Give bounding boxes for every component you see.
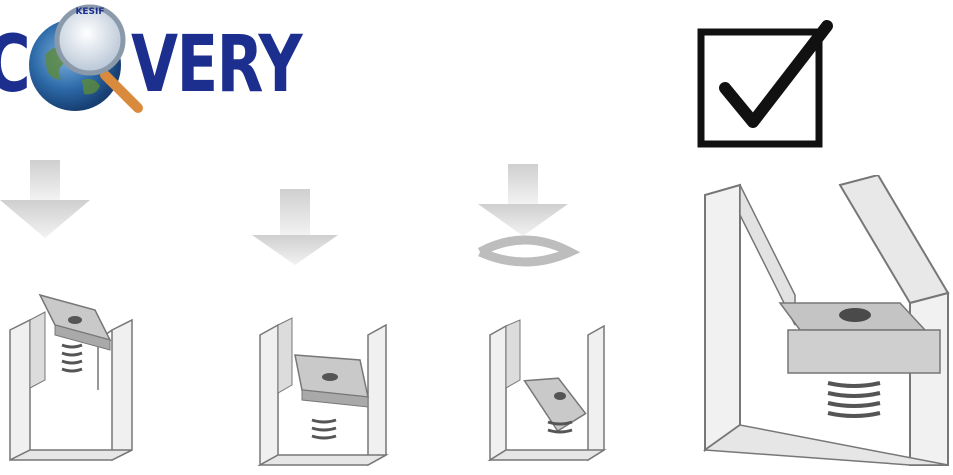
step-2-push <box>250 185 400 470</box>
step-3-rotate <box>470 160 620 470</box>
spring <box>312 420 336 438</box>
channel-nut <box>40 295 110 350</box>
channel-nut <box>295 355 368 407</box>
logo-letters: VERY <box>131 26 301 104</box>
magnifier-globe-icon: KESIF <box>20 0 145 118</box>
discovery-logo: C VERY KESIF <box>0 0 330 120</box>
step-1-insert <box>0 150 150 470</box>
spring <box>828 383 880 416</box>
step-4-locked <box>700 175 953 470</box>
rotate-arrow-icon <box>478 164 570 262</box>
channel-nut <box>525 366 589 436</box>
globe-label: KESIF <box>75 7 104 17</box>
spring <box>62 345 82 371</box>
checkbox-checked-icon <box>695 18 835 150</box>
down-arrow-icon <box>0 160 90 238</box>
down-arrow-icon <box>252 189 338 265</box>
